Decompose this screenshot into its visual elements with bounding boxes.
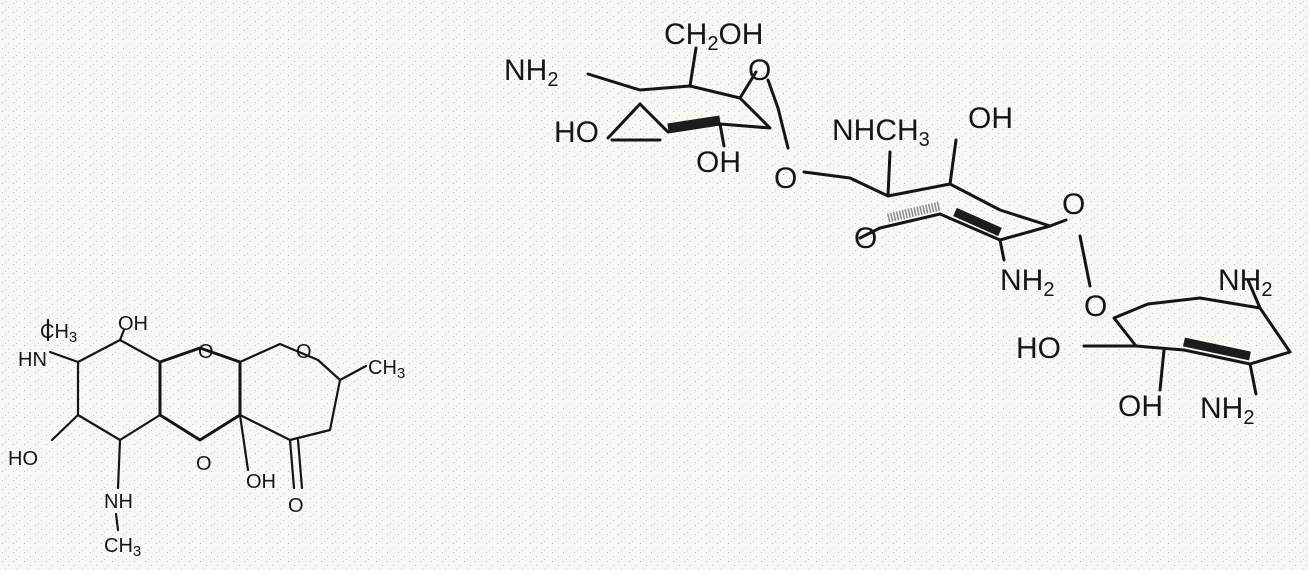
label-ch2oh-top: CH2OH: [664, 18, 763, 55]
label-o-ring-ring2: O: [854, 222, 877, 255]
ring2-wedge-b: [953, 207, 1002, 237]
ring1-bond-oh: [718, 122, 726, 148]
molecule-b: CH2OH NH2 O HO OH O NHCH3 OH O O NH2 O N…: [504, 18, 1292, 429]
ring3-wedge: [1183, 337, 1251, 361]
label-ch3-top-left: CH3: [40, 321, 77, 346]
bond-ho: [50, 413, 80, 442]
label-ch3-bottom: CH3: [104, 535, 141, 560]
label-nh2-top-left: NH2: [504, 54, 558, 91]
bond-ch3-right: [338, 364, 368, 382]
label-nh2-right-bottom: NH2: [1200, 392, 1254, 429]
label-o-ring-3: O: [196, 453, 212, 475]
label-oh-top: OH: [118, 313, 148, 335]
label-nh2-center: NH2: [1000, 264, 1054, 301]
label-ho-left: HO: [8, 448, 38, 470]
label-o-ring-2: O: [296, 341, 312, 363]
ring2-bond-oh: [948, 138, 958, 186]
ring1-bond-ch2oh: [688, 46, 698, 88]
molecule-a: CH3 HN OH O O CH3 HO O OH O NH CH3: [8, 313, 405, 560]
label-oh-ring1: OH: [696, 146, 741, 179]
bond-hn: [48, 350, 80, 364]
ring1-bond-o: [738, 70, 758, 100]
ring3-bond-oh: [1158, 348, 1166, 392]
ring3-bonds: [1112, 296, 1292, 366]
label-oh-center: OH: [968, 102, 1013, 135]
bond-ketone-1: [288, 438, 296, 490]
label-o-ketone: O: [288, 495, 304, 517]
ring2-bonds: [802, 170, 1052, 242]
bond-nh: [116, 438, 122, 490]
ring1-bond-ho: [606, 102, 642, 140]
ring2-bond-o-anomeric: [1048, 218, 1068, 228]
label-hn-left: HN: [18, 349, 47, 371]
label-oh-ring3: OH: [1118, 390, 1163, 423]
ring1-wedge: [667, 115, 721, 133]
ring-c-bonds: [238, 342, 342, 442]
bond-oh-bottom: [238, 413, 250, 472]
label-ch3-right: CH3: [368, 357, 405, 382]
ring3-bond-nh2-bottom: [1248, 362, 1258, 396]
label-ho-ring1: HO: [554, 116, 599, 149]
ring2-bond-glycosidic: [1078, 234, 1092, 288]
label-o-ring-ring2b: O: [1062, 188, 1085, 221]
label-nh2-right-top: NH2: [1218, 264, 1272, 301]
ring2-bond-nhch3: [886, 150, 892, 198]
bond-oh-top: [118, 328, 126, 342]
bond-ketone-2: [296, 438, 304, 490]
label-oh-bottom: OH: [246, 471, 276, 493]
ring2-bond-nh2: [998, 238, 1006, 262]
label-o-glycosidic-2: O: [1084, 290, 1107, 323]
label-nhch3-center: NHCH3: [832, 114, 930, 151]
bridge-o-1: [766, 78, 790, 150]
label-o-ring-ring1: O: [748, 54, 771, 87]
label-o-ring-1: O: [198, 341, 214, 363]
label-nh-bottom: NH: [104, 491, 133, 513]
label-o-glycosidic-1: O: [774, 162, 797, 195]
ring3-bond-nh2-top: [1246, 278, 1262, 310]
bond-nh-ch3: [114, 512, 120, 532]
label-ho-ring3: HO: [1016, 332, 1061, 365]
